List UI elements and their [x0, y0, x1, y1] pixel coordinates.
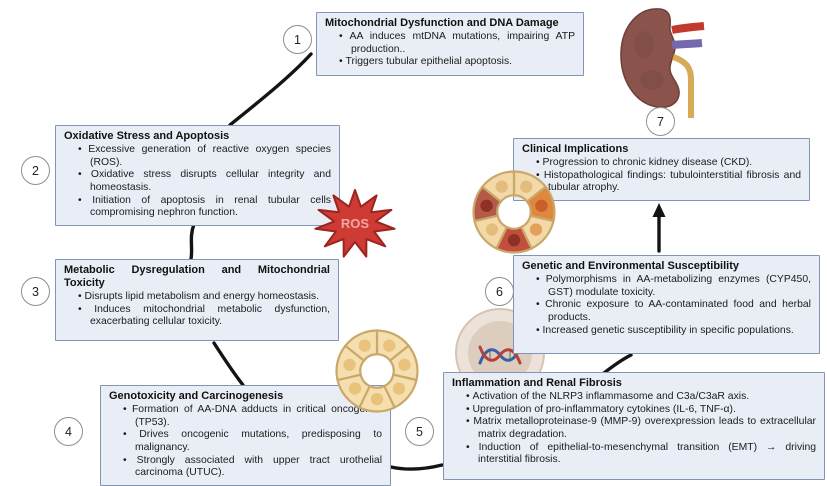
stage-bullets-2: Excessive generation of reactive oxygen …: [64, 144, 331, 220]
cell-nucleus: [383, 339, 396, 352]
cell-nucleus: [495, 180, 508, 193]
bullet-item: Induces mitochondrial metabolic dysfunct…: [78, 304, 330, 329]
stage-number-7-label: 7: [657, 114, 664, 129]
bullet-item: Disrupts lipid metabolism and energy hom…: [78, 291, 330, 304]
stage-title-7: Clinical Implications: [522, 143, 629, 155]
stage-number-3-label: 3: [32, 284, 39, 299]
bullet-item: Drives oncogenic mutations, predisposing…: [123, 429, 382, 454]
bullet-item: Activation of the NLRP3 inflammasome and…: [466, 391, 816, 404]
stage-number-5-label: 5: [416, 424, 423, 439]
cell-nucleus: [398, 358, 411, 371]
bullet-item: Histopathological findings: tubulointers…: [536, 170, 801, 195]
cell-nucleus: [370, 393, 384, 406]
stage-bullets-7: Progression to chronic kidney disease (C…: [522, 157, 801, 195]
bullet-item: Triggers tubular epithelial apoptosis.: [339, 56, 575, 69]
cell-nucleus: [507, 234, 521, 247]
bullet-item: Strongly associated with upper tract uro…: [123, 455, 382, 480]
ros-burst-icon: ROS: [314, 189, 396, 258]
kidney-body: [620, 8, 680, 109]
stage-box-1: Mitochondrial Dysfunction and DNA Damage…: [316, 12, 584, 76]
renal-artery: [671, 22, 705, 34]
stage-box-4: Genotoxicity and Carcinogenesis Formatio…: [100, 385, 391, 486]
stage-bullets-6: Polymorphisms in AA-metabolizing enzymes…: [522, 274, 811, 337]
stage-number-4: 4: [54, 417, 83, 446]
cell-nucleus: [343, 358, 356, 371]
stage-title-4: Genotoxicity and Carcinogenesis: [109, 390, 284, 402]
ros-label: ROS: [341, 216, 370, 231]
stage-number-5: 5: [405, 417, 434, 446]
stage-bullets-5: Activation of the NLRP3 inflammasome and…: [452, 391, 816, 467]
bullet-item: AA induces mtDNA mutations, impairing AT…: [339, 31, 575, 56]
bullet-item: Formation of AA-DNA adducts in critical …: [123, 404, 382, 429]
connector-4-5: [389, 463, 444, 471]
stage-title-6: Genetic and Environmental Susceptibility: [522, 260, 739, 272]
cell-nucleus: [485, 223, 499, 236]
connector-5-6: [602, 353, 633, 375]
bullet-item: Excessive generation of reactive oxygen …: [78, 144, 331, 169]
stage-number-1-label: 1: [294, 32, 301, 47]
bullet-item: Initiation of apoptosis in renal tubular…: [78, 195, 331, 220]
stage-box-6: Genetic and Environmental Susceptibility…: [513, 255, 820, 354]
cell-nucleus: [392, 382, 406, 395]
stage-title-2: Oxidative Stress and Apoptosis: [64, 130, 230, 142]
stage-bullets-4: Formation of AA-DNA adducts in critical …: [109, 404, 382, 480]
stage-number-6: 6: [485, 277, 514, 306]
stage-bullets-3: Disrupts lipid metabolism and energy hom…: [64, 291, 330, 329]
bullet-item: Progression to chronic kidney disease (C…: [536, 157, 801, 170]
stage-box-2: Oxidative Stress and Apoptosis Excessive…: [55, 125, 340, 227]
stage-box-5: Inflammation and Renal Fibrosis Activati…: [443, 372, 825, 480]
stage-title-1: Mitochondrial Dysfunction and DNA Damage: [325, 17, 559, 29]
bullet-item: Polymorphisms in AA-metabolizing enzymes…: [536, 274, 811, 299]
arrow-up-head: [652, 203, 666, 217]
cell-nucleus: [535, 199, 548, 212]
stage-number-4-label: 4: [65, 424, 72, 439]
cell-nucleus: [480, 199, 493, 212]
kidney-icon: [620, 8, 705, 118]
tubule-cross-section-icon: [335, 329, 419, 413]
cell-nucleus: [529, 223, 543, 236]
stage-number-1: 1: [283, 25, 312, 54]
bullet-item: Induction of epithelial-to-mesenchymal t…: [466, 442, 816, 467]
stage-box-7: Clinical Implications Progression to chr…: [513, 138, 810, 202]
stage-number-7: 7: [646, 107, 675, 136]
stage-number-2: 2: [21, 156, 50, 185]
bullet-item: Increased genetic susceptibility in spec…: [536, 325, 811, 338]
stage-number-3: 3: [21, 277, 50, 306]
stage-title-3: Metabolic Dysregulation and Mitochondria…: [64, 264, 330, 289]
stage-number-2-label: 2: [32, 163, 39, 178]
connector-3-4: [212, 341, 245, 387]
cell-nucleus: [358, 339, 371, 352]
bullet-item: Matrix metalloproteinase-9 (MMP-9) overe…: [466, 416, 816, 441]
bullet-item: Chronic exposure to AA-contaminated food…: [536, 299, 811, 324]
damaged-tubule-icon: [472, 170, 556, 254]
connector-1-2: [228, 52, 313, 127]
stage-number-6-label: 6: [496, 284, 503, 299]
stage-title-5: Inflammation and Renal Fibrosis: [452, 377, 622, 389]
bullet-item: Oxidative stress disrupts cellular integ…: [78, 169, 331, 194]
ureter: [672, 54, 694, 118]
cell-nucleus: [348, 382, 362, 395]
cell-nucleus: [520, 180, 533, 193]
renal-vein: [671, 39, 703, 49]
connector-2-3: [189, 222, 196, 261]
bullet-item: Upregulation of pro-inflammatory cytokin…: [466, 404, 816, 417]
stage-box-3: Metabolic Dysregulation and Mitochondria…: [55, 259, 339, 341]
stage-bullets-1: AA induces mtDNA mutations, impairing AT…: [325, 31, 575, 69]
